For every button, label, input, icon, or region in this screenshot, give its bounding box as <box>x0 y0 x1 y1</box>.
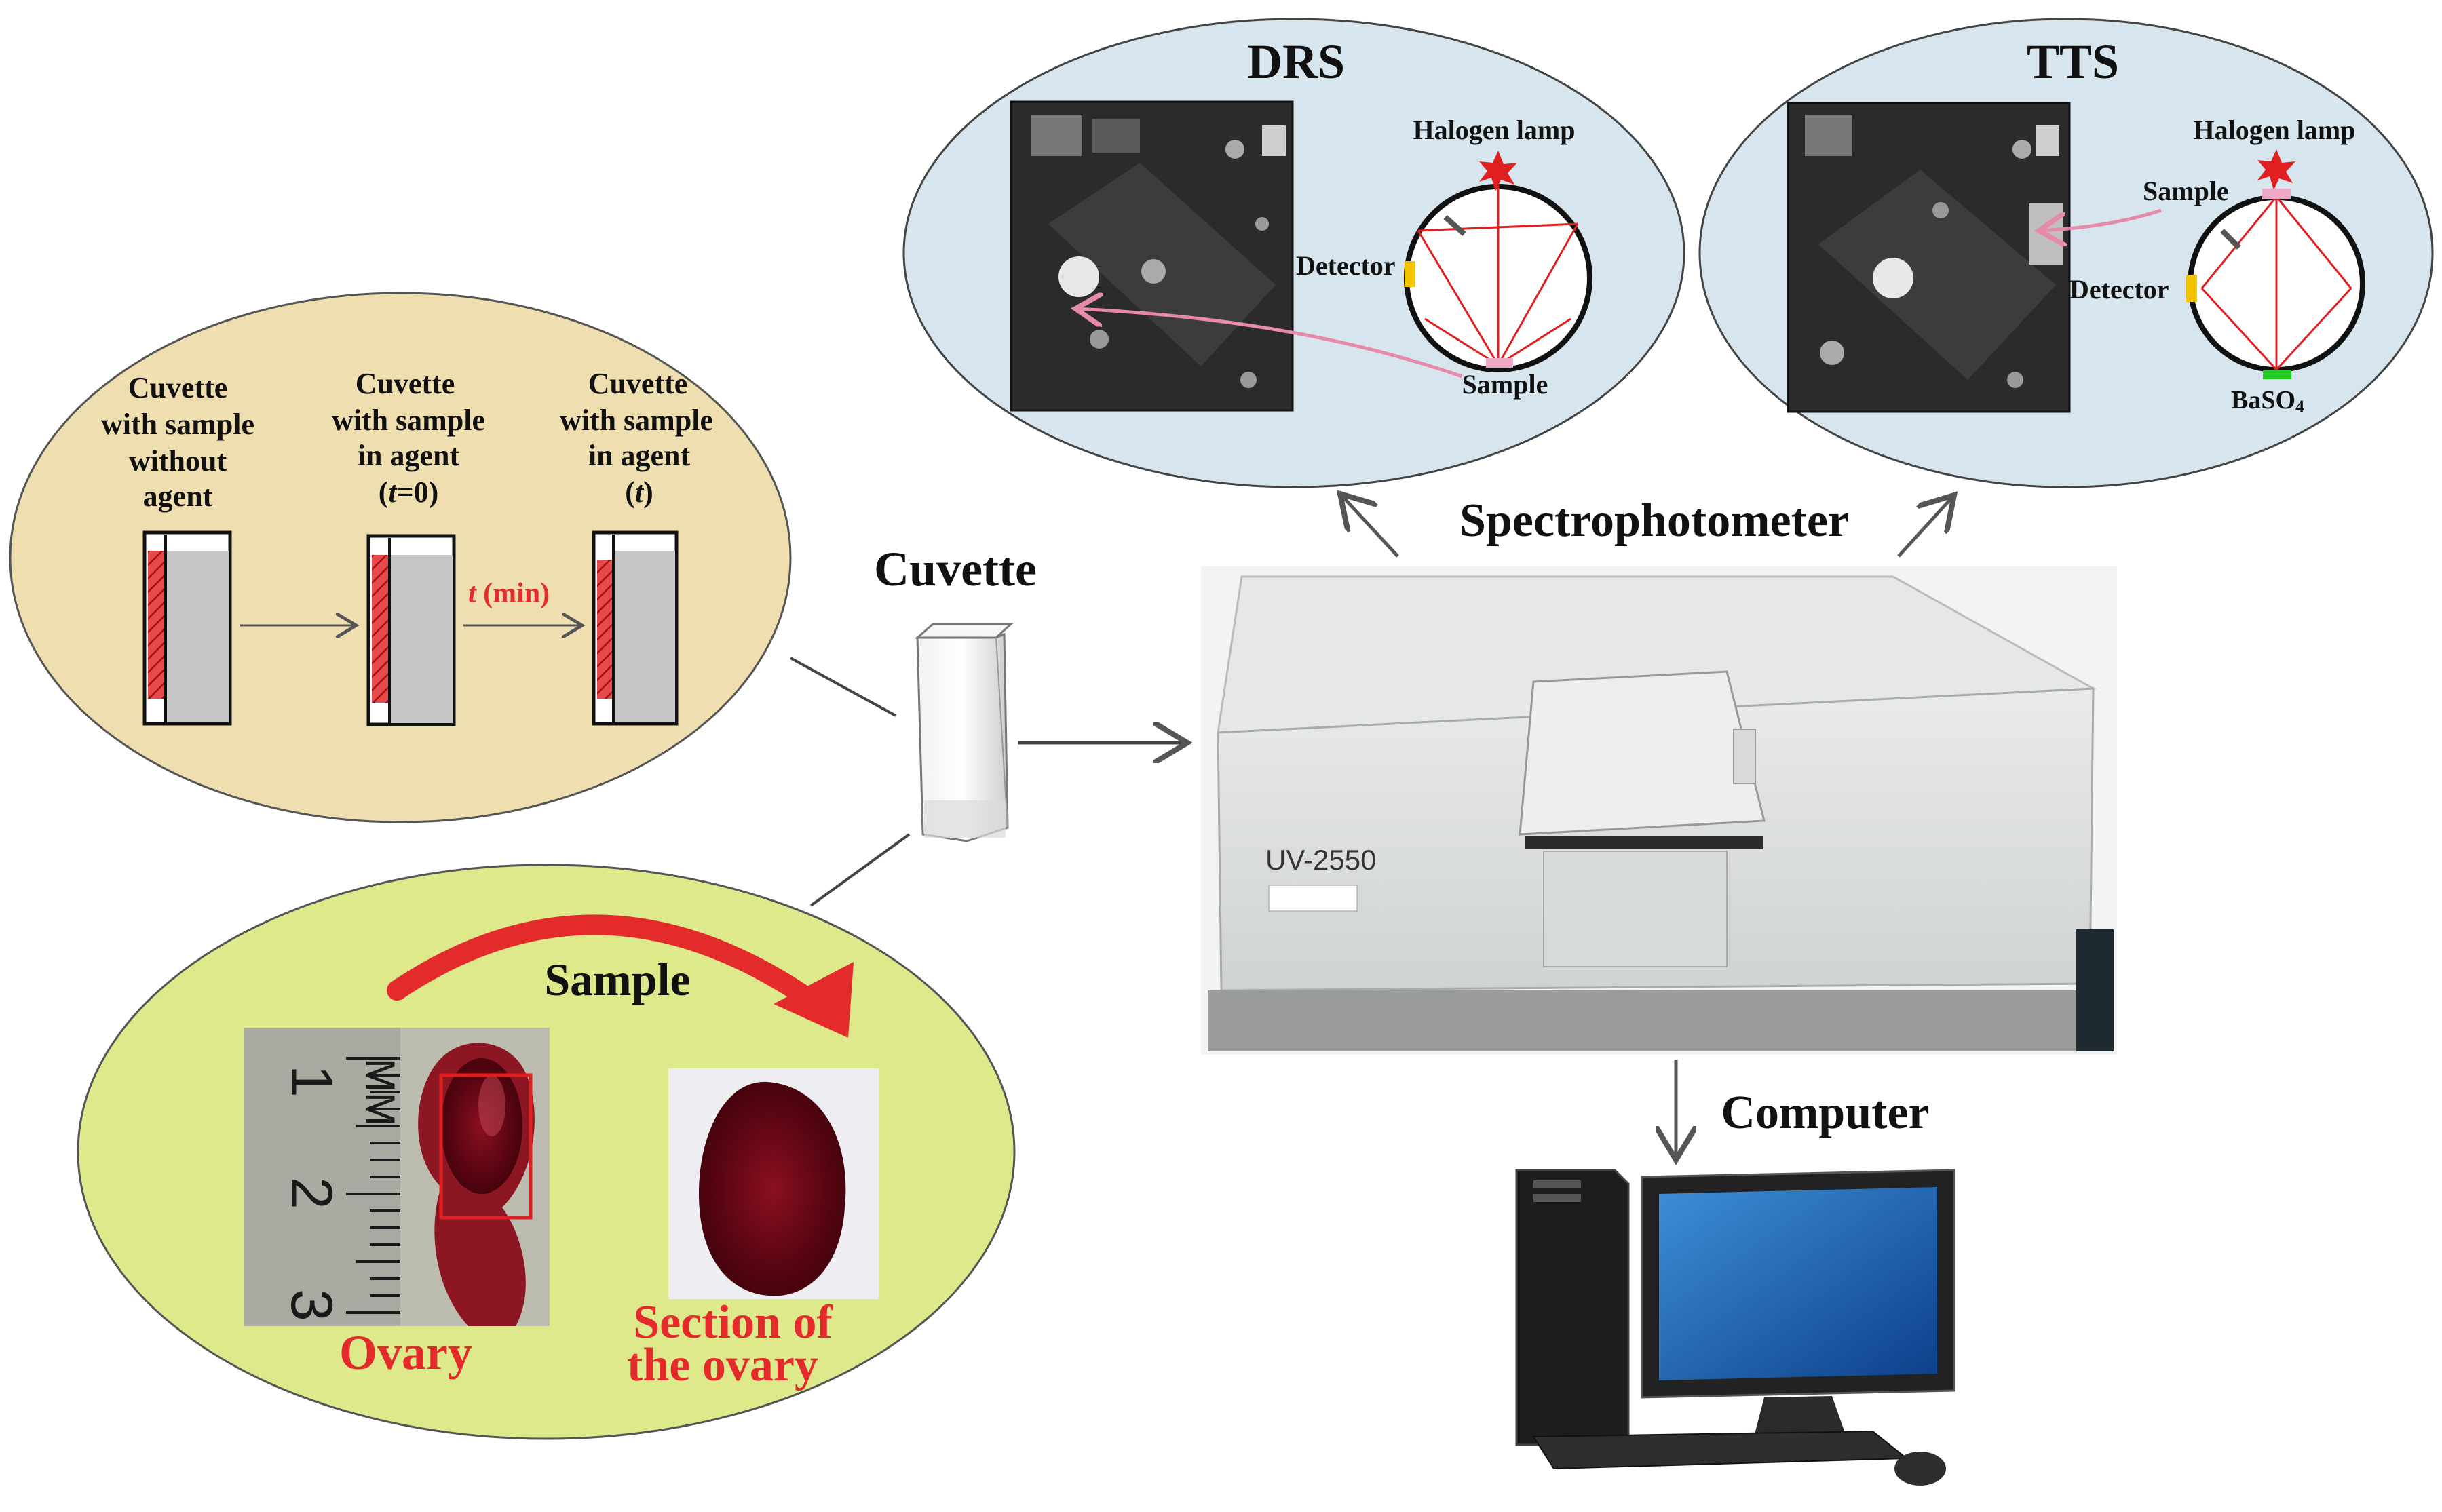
cuvette-3-caption: Cuvette with sample in agent (t) <box>560 367 713 509</box>
ruler-photo: MM 1 2 3 <box>244 1028 550 1326</box>
drs-sample-label: Sample <box>1462 369 1548 400</box>
drs-detector-icon <box>1405 261 1415 287</box>
time-label: t (min) <box>468 578 550 609</box>
section-photo <box>668 1068 879 1299</box>
tts-baso4-label: BaSO4 <box>2231 386 2304 416</box>
tts-panel: TTS <box>1698 18 2434 488</box>
arrow-to-drs <box>1340 494 1399 558</box>
curved-arrow-head <box>774 962 854 1038</box>
ruler-unit: MM <box>358 1058 403 1126</box>
ruler-3: 3 <box>279 1289 344 1321</box>
svg-text:Cuvette: Cuvette <box>128 371 228 404</box>
spectrophotometer-photo: UV-2550 <box>1201 566 2117 1055</box>
drs-pointer <box>1075 309 1463 379</box>
drs-lamp-icon <box>1479 151 1517 191</box>
svg-text:Cuvette: Cuvette <box>588 367 688 400</box>
tts-title: TTS <box>2027 35 2119 89</box>
section-label-1: Section of <box>633 1296 833 1349</box>
cuvette-label: Cuvette <box>874 542 1037 596</box>
tts-sample-label: Sample <box>2143 176 2229 206</box>
tts-halogen-label: Halogen lamp <box>2194 115 2356 145</box>
arrow-to-tts <box>1897 495 1954 558</box>
tts-lamp-icon <box>2257 149 2295 190</box>
tts-sample-port <box>2262 189 2291 199</box>
drs-sphere <box>1404 151 1592 372</box>
spectrophotometer-label: Spectrophotometer <box>1460 495 1849 547</box>
cuvette-icon-group: Cuvette <box>874 542 1037 842</box>
drs-title: DRS <box>1247 35 1345 89</box>
tts-baso4-icon <box>2263 370 2291 379</box>
svg-text:with sample: with sample <box>560 404 713 437</box>
ruler-1: 1 <box>279 1065 344 1098</box>
tts-sphere <box>2186 149 2365 379</box>
connector-green <box>809 833 911 907</box>
cuvette-1 <box>142 530 232 726</box>
svg-text:Cuvette: Cuvette <box>356 367 455 400</box>
tts-detector-label: Detector <box>2069 274 2169 305</box>
drs-halogen-label: Halogen lamp <box>1413 115 1576 145</box>
ruler-2: 2 <box>279 1177 344 1209</box>
svg-text:(t=0): (t=0) <box>379 476 439 509</box>
connector-tan <box>790 657 896 717</box>
svg-text:with sample: with sample <box>101 408 254 441</box>
section-label-2: the ovary <box>627 1339 818 1391</box>
drs-detector-label: Detector <box>1296 250 1396 281</box>
tts-pointer <box>2039 208 2162 231</box>
tts-detector-icon <box>2186 275 2197 302</box>
svg-text:with sample: with sample <box>332 404 485 437</box>
ovary-label: Ovary <box>339 1325 472 1380</box>
crop-box <box>439 1073 533 1220</box>
sample-title: Sample <box>544 954 690 1005</box>
svg-text:in agent: in agent <box>358 439 460 472</box>
drs-sample-port <box>1486 358 1513 368</box>
svg-text:in agent: in agent <box>588 439 691 472</box>
cuvette-sequence-panel: Cuvette with sample without agent Cuvett… <box>9 292 792 823</box>
svg-text:agent: agent <box>143 480 213 513</box>
svg-text:without: without <box>129 444 227 478</box>
cuvette-3 <box>592 530 679 726</box>
cuvette-2-caption: Cuvette with sample in agent (t=0) <box>332 367 485 509</box>
drs-panel: DRS <box>902 18 1685 488</box>
curved-arrow <box>387 914 831 1017</box>
computer-icon <box>1515 1169 1955 1486</box>
drs-photo <box>1010 100 1294 412</box>
sample-panel: Sample MM 1 2 3 <box>77 864 1016 1440</box>
cuvette-2 <box>366 534 456 726</box>
computer-label: Computer <box>1721 1087 1929 1139</box>
svg-text:(t): (t) <box>625 476 653 509</box>
cuvette-1-caption: Cuvette with sample without agent <box>101 371 254 513</box>
tts-photo <box>1787 102 2071 413</box>
model-label: UV-2550 <box>1265 844 1376 876</box>
